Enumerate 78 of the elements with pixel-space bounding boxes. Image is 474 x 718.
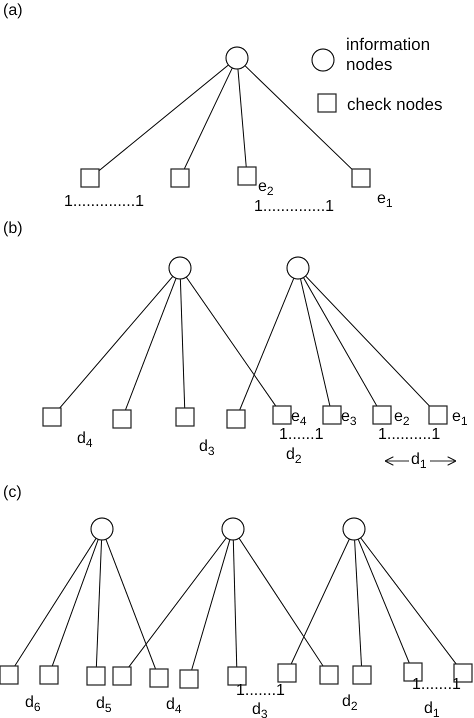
variable-label: e$_{2}$ (394, 408, 410, 426)
variable-label: e$_{4}$ (291, 408, 307, 426)
check-node-square (39, 665, 59, 685)
connector-line (244, 65, 352, 170)
check-node-square (226, 409, 246, 429)
dotted-sequence: 1..............1 (64, 193, 144, 211)
check-node-square (237, 166, 257, 186)
information-node-circle (168, 256, 192, 280)
variable-label: e$_{1}$ (452, 408, 468, 426)
check-node-square (227, 666, 247, 686)
dotted-sequence: 1..............1 (254, 198, 334, 216)
check-node-square (42, 407, 62, 427)
connector-line (290, 538, 350, 664)
check-node-square (170, 168, 190, 188)
connector-line (52, 539, 99, 666)
dotted-sequence: 1.......1 (236, 682, 285, 700)
check-node-square (86, 666, 106, 686)
variable-label: d$_{2}$ (286, 446, 302, 464)
variable-label: d$_{4}$ (77, 430, 93, 448)
connector-line (128, 537, 227, 668)
check-node-square (319, 665, 339, 685)
check-node-square (80, 168, 100, 188)
information-node-circle (221, 517, 245, 541)
check-node-square (322, 405, 342, 425)
information-node-circle (286, 256, 310, 280)
check-node-square (179, 669, 199, 689)
variable-label: d$_{5}$ (96, 695, 112, 713)
information-node-circle (342, 517, 366, 541)
check-node-square (272, 405, 292, 425)
connector-line (14, 538, 97, 666)
connector-line (98, 64, 229, 172)
check-node-square (428, 405, 448, 425)
connector-line (300, 278, 330, 406)
connector-line (305, 276, 430, 406)
connector-line (354, 540, 362, 666)
variable-label: d$_{4}$ (166, 696, 182, 714)
variable-label: d$_{6}$ (25, 694, 41, 712)
panel-label: (a) (3, 2, 23, 20)
dotted-sequence: 1.......1 (412, 676, 461, 694)
panel-label: (c) (3, 484, 22, 502)
connector-line (96, 540, 102, 668)
connector-line (237, 68, 247, 168)
connector-line (186, 276, 276, 406)
check-node-square (352, 665, 372, 685)
connector-line (191, 539, 230, 670)
connector-line (184, 68, 233, 170)
connector-line (105, 539, 156, 670)
information-node-circle (225, 46, 249, 70)
connector-line (238, 538, 324, 666)
variable-label: e$_{1}$ (377, 190, 393, 208)
variable-label: d$_{1}$ (424, 700, 440, 718)
check-node-square (351, 168, 371, 188)
connector-line (302, 277, 378, 406)
variable-label: d$_{2}$ (342, 693, 358, 711)
variable-label: e$_{2}$ (258, 178, 274, 196)
check-node-square (372, 405, 392, 425)
legend-text: information nodes (346, 35, 432, 75)
connector-line (360, 537, 457, 664)
connector-line (180, 278, 186, 408)
check-node-square (112, 666, 132, 686)
variable-label: d$_{3}$ (252, 701, 268, 718)
variable-label: e$_{3}$ (341, 408, 357, 426)
variable-label: d$_{1}$ (411, 451, 427, 469)
dotted-sequence: 1..........1 (378, 426, 440, 444)
connector-line (239, 278, 294, 410)
connector-line (232, 540, 238, 668)
connector-line (358, 538, 410, 664)
check-node-square (112, 409, 132, 429)
connector-line (59, 276, 174, 408)
check-node-square (149, 668, 169, 688)
variable-label: d$_{3}$ (199, 438, 215, 456)
connector-line (124, 278, 177, 410)
check-node-square (277, 663, 297, 683)
legend-text: check nodes (347, 95, 444, 115)
panel-label: (b) (3, 220, 23, 238)
dotted-sequence: 1......1 (279, 426, 324, 444)
information-node-circle (90, 517, 114, 541)
check-node-square (175, 407, 195, 427)
